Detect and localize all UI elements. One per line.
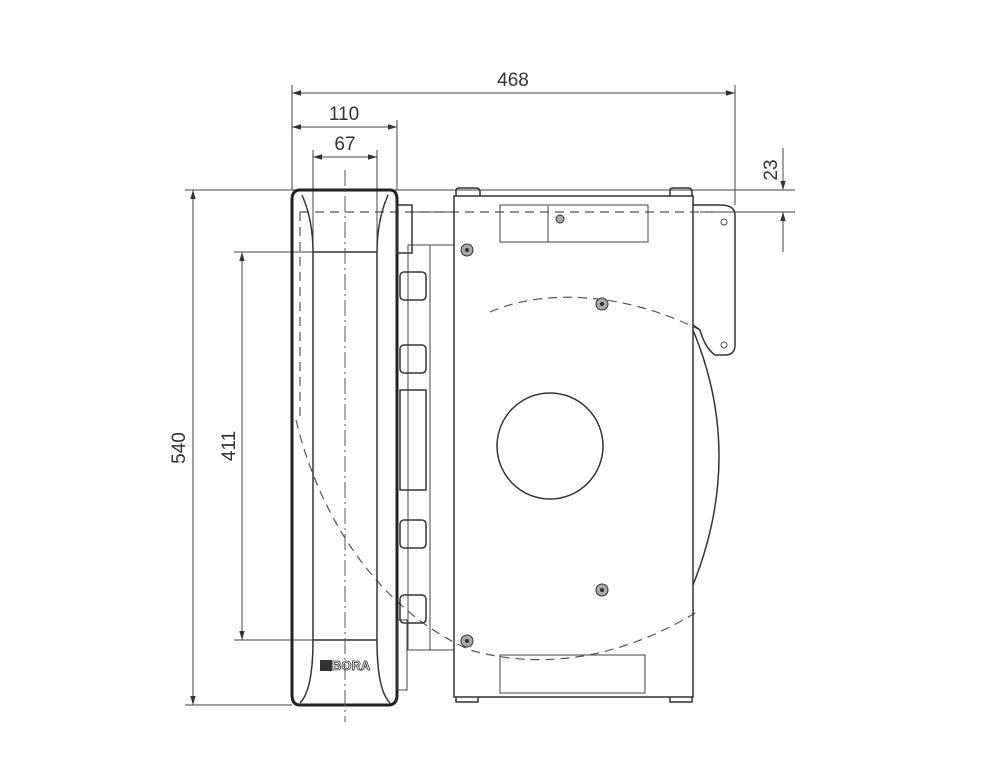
screws (460, 214, 609, 648)
dimension-label-411: 411 (219, 431, 240, 461)
dimension-110: 110 (292, 104, 397, 130)
mounting-bracket (692, 204, 736, 356)
dimension-411: 411 (219, 252, 245, 640)
swing-path-dashed (295, 419, 701, 661)
dimension-468: 468 (292, 70, 735, 96)
screw-icon (595, 297, 609, 311)
dimension-label-540: 540 (169, 432, 190, 464)
extension-lines (185, 85, 795, 706)
bora-logo-mark (320, 660, 332, 671)
dimension-label-468: 468 (497, 70, 529, 91)
dimension-540: 540 (169, 190, 196, 705)
front-panel: BORA (290, 188, 399, 707)
dimension-67: 67 (313, 134, 377, 160)
fan-outlet-circle (496, 392, 604, 500)
dimension-23: 23 (761, 148, 786, 252)
housing (453, 187, 736, 703)
hinge-mechanism (396, 204, 455, 691)
screw-icon (595, 583, 609, 597)
dimension-label-110: 110 (329, 104, 359, 125)
fan-arc (692, 329, 720, 586)
dimension-label-67: 67 (334, 134, 355, 155)
dimension-label-23: 23 (761, 159, 782, 180)
bora-logo: BORA (332, 658, 371, 673)
screw-icon (460, 243, 474, 257)
fan-outline-dashed (489, 296, 701, 331)
screw-icon (555, 214, 565, 224)
screw-icon (460, 634, 474, 648)
